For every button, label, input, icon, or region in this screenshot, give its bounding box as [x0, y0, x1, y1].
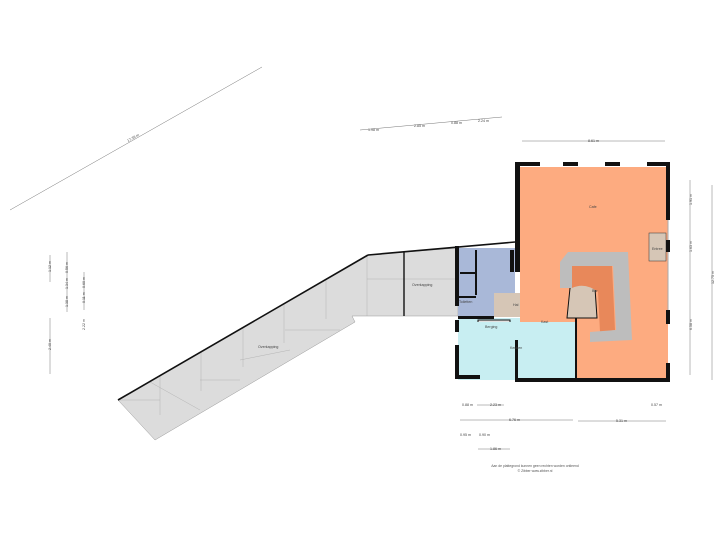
dim-left-3: 1.34 m [65, 278, 69, 289]
dim-left-4: 1.38 m [65, 296, 69, 307]
dim-right-1: 1.91 m [689, 194, 693, 205]
dim-right-total: 12.75 m [711, 271, 715, 284]
room-label-entree: Entree [652, 247, 663, 251]
kitchen-counter [560, 252, 632, 342]
dim-top-1: 1.98 m [368, 128, 379, 132]
dim-left-7: 2.22 m [82, 319, 86, 330]
room-label-keuken: Keuken [510, 346, 522, 350]
dim-left-1: 1.12 m [48, 261, 52, 272]
dim-cafe-width: 8.61 m [588, 139, 599, 143]
dim-left-6: 0.11 m [82, 292, 86, 303]
footer-disclaimer: Aan de plattegrond kunnen geen rechten w… [491, 464, 579, 468]
dim-bottom-5: 5.31 m [616, 419, 627, 423]
dim-top-3: 0.88 m [451, 121, 462, 125]
dim-bottom-2: 2.23 m [490, 403, 501, 407]
room-label-kast: Kast [541, 320, 548, 324]
room-label-overkapping-1: Overkapping [412, 283, 432, 287]
dim-right-3: 6.58 m [689, 319, 693, 330]
dim-bottom-8: 1.86 m [490, 447, 501, 451]
dim-left-5: 0.60 m [82, 277, 86, 288]
dim-right-2: 1.63 m [689, 241, 693, 252]
footer-copyright: © Zibber www.zibber.nl [518, 469, 553, 473]
room-label-overkapping-2: Overkapping [258, 345, 278, 349]
dim-left-8: 2.40 m [48, 339, 52, 350]
room-label-bar: Bar [592, 289, 598, 293]
overkapping-top-edge [117, 254, 369, 401]
dim-bottom-1: 0.88 m [462, 403, 473, 407]
overkapping-grid [118, 256, 458, 415]
room-label-hal: Hal [513, 303, 519, 307]
dim-top-2: 2.85 m [414, 124, 425, 128]
dim-bottom-7: 0.90 m [479, 433, 490, 437]
dim-left-2: 0.56 m [65, 262, 69, 273]
dim-bottom-6: 0.95 m [460, 433, 471, 437]
overkapping-top-edge-2 [367, 241, 516, 256]
dim-bottom-3: 0.57 m [651, 403, 662, 407]
room-label-cafe: Cafe [589, 205, 597, 209]
dim-top-4: 2.24 m [478, 119, 489, 123]
dim-bottom-4: 6.76 m [509, 418, 520, 422]
dim-diag-total: 17.39 m [127, 133, 140, 143]
overkapping-area [117, 247, 459, 441]
room-label-toilet: Toiletten [459, 300, 472, 304]
room-label-berging: Berging [485, 325, 497, 329]
bar-counter [572, 266, 615, 332]
